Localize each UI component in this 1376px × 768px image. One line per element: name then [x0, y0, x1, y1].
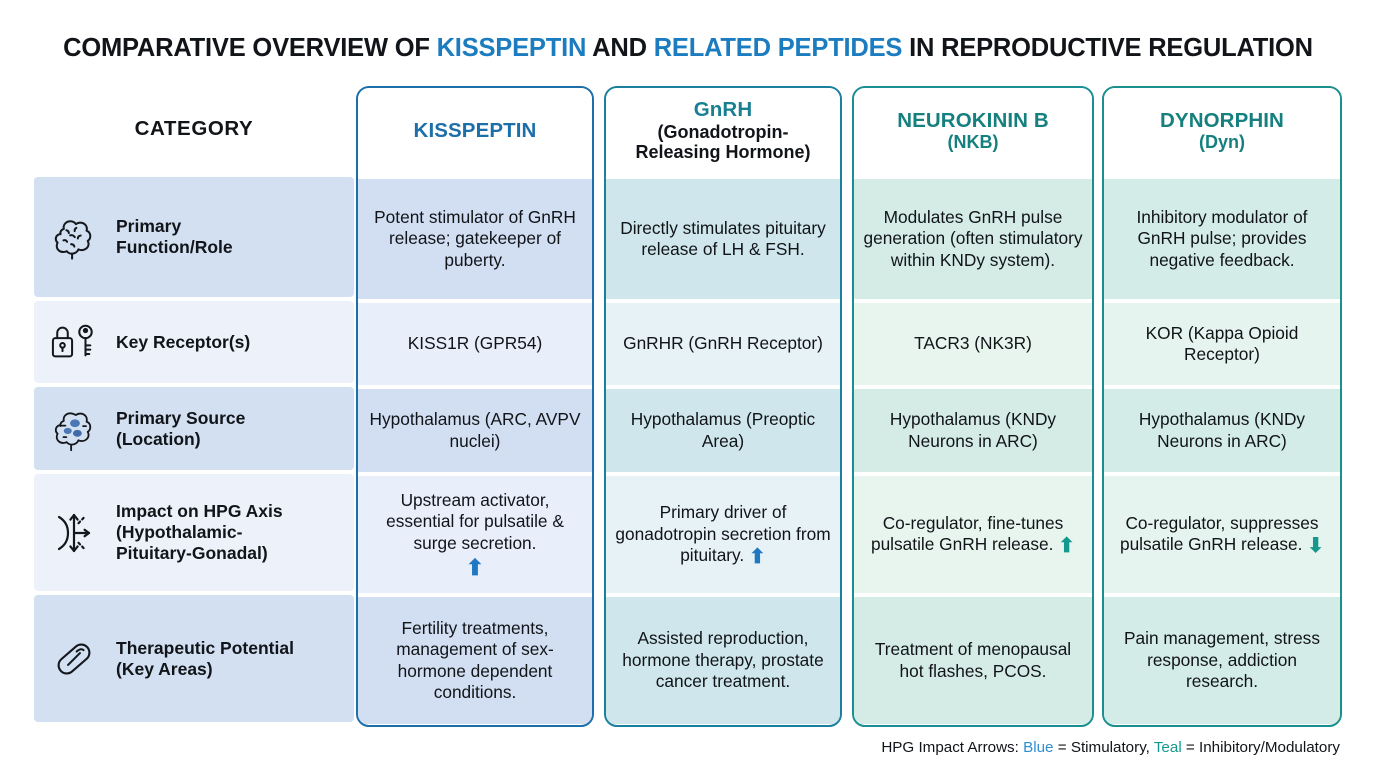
- value-text: Co-regulator, suppresses pulsatile GnRH …: [1119, 512, 1325, 558]
- value-cell: KOR (Kappa Opioid Receptor): [1104, 303, 1340, 385]
- column-header-gnrh: GnRH (Gonadotropin-Releasing Hormone): [606, 88, 840, 173]
- category-row-label: Primary Source(Location): [116, 407, 246, 449]
- value-text: Potent stimulator of GnRH release; gatek…: [374, 206, 576, 270]
- value-cell: Directly stimulates pituitary release of…: [606, 179, 840, 299]
- title-highlight-related-peptides: RELATED PEPTIDES: [653, 34, 903, 62]
- value-text: Hypothalamus (ARC, AVPV nuclei): [369, 409, 581, 451]
- category-row-label: Key Receptor(s): [116, 331, 251, 352]
- value-cell: Treatment of menopausal hot flashes, PCO…: [854, 597, 1092, 724]
- title-part-1: COMPARATIVE OVERVIEW OF: [63, 34, 437, 62]
- value-cell: Co-regulator, fine-tunes pulsatile GnRH …: [854, 476, 1092, 593]
- value-text: KOR (Kappa Opioid Receptor): [1145, 322, 1299, 364]
- brain-icon: [48, 211, 100, 263]
- value-text: Fertility treatments, management of sex-…: [396, 617, 554, 702]
- title-part-3: IN REPRODUCTIVE REGULATION: [902, 34, 1313, 62]
- legend-prefix: HPG Impact Arrows:: [881, 739, 1024, 756]
- value-cell: Hypothalamus (KNDy Neurons in ARC): [1104, 389, 1340, 472]
- column-header-dynorphin: DYNORPHIN (Dyn): [1104, 88, 1340, 173]
- category-cell-lock-key: Key Receptor(s): [34, 301, 354, 383]
- legend-mid: = Stimulatory,: [1053, 739, 1154, 756]
- column-card-kisspeptin[interactable]: KISSPEPTIN Potent stimulator of GnRH rel…: [356, 86, 594, 727]
- column-subtitle: (Gonadotropin-Releasing Hormone): [635, 121, 811, 163]
- comparison-grid: CATEGORY KISSPEPTIN Potent stimulator of…: [34, 86, 1342, 727]
- legend-teal-word: Teal: [1153, 739, 1182, 756]
- category-cell-hpg-axis: Impact on HPG Axis(Hypothalamic-Pituitar…: [34, 474, 354, 591]
- hpg-axis-icon: [48, 507, 100, 559]
- value-cell: Inhibitory modulator of GnRH pulse; prov…: [1104, 179, 1340, 299]
- title-part-2: AND: [586, 34, 654, 62]
- column-title: GnRH: [693, 98, 753, 122]
- value-text: Hypothalamus (Preoptic Area): [630, 409, 816, 451]
- value-text: KISS1R (GPR54): [407, 333, 543, 354]
- value-cell: Hypothalamus (KNDy Neurons in ARC): [854, 389, 1092, 472]
- hpg-impact-arrow-up-blue: ⬆: [465, 555, 485, 581]
- value-cell: Potent stimulator of GnRH release; gatek…: [358, 179, 592, 299]
- value-cell: Primary driver of gonadotropin secretion…: [606, 476, 840, 593]
- value-text: Primary driver of gonadotropin secretion…: [615, 502, 831, 568]
- legend-footer: HPG Impact Arrows: Blue = Stimulatory, T…: [881, 739, 1340, 756]
- value-text: GnRHR (GnRH Receptor): [623, 333, 823, 354]
- value-cell: Upstream activator, essential for pulsat…: [358, 476, 592, 593]
- value-cell: GnRHR (GnRH Receptor): [606, 303, 840, 385]
- hpg-impact-arrow-up-teal: ⬆: [1058, 535, 1076, 558]
- column-header-neurokinin-b: NEUROKININ B (NKB): [854, 88, 1092, 173]
- value-text: TACR3 (NK3R): [914, 333, 1032, 354]
- title-highlight-kisspeptin: KISSPEPTIN: [436, 34, 587, 62]
- value-text: Modulates GnRH pulse generation (often s…: [863, 206, 1083, 270]
- column-card-dynorphin[interactable]: DYNORPHIN (Dyn) Inhibitory modulator of …: [1102, 86, 1342, 727]
- value-text: Hypothalamus (KNDy Neurons in ARC): [1138, 409, 1306, 451]
- value-text: Co-regulator, fine-tunes pulsatile GnRH …: [870, 512, 1076, 558]
- category-cell-brain-location: Primary Source(Location): [34, 387, 354, 470]
- value-cell: TACR3 (NK3R): [854, 303, 1092, 385]
- pill-icon: [48, 633, 100, 685]
- lock-key-icon: [48, 316, 100, 368]
- value-text: Pain management, stress response, addict…: [1124, 628, 1320, 692]
- column-title: NEUROKININ B: [897, 108, 1049, 132]
- page-title: COMPARATIVE OVERVIEW OF KISSPEPTIN AND R…: [0, 34, 1376, 63]
- brain-location-icon: [48, 403, 100, 455]
- value-cell: Hypothalamus (Preoptic Area): [606, 389, 840, 472]
- column-header-kisspeptin: KISSPEPTIN: [358, 88, 592, 173]
- category-column-header: CATEGORY: [134, 116, 254, 140]
- value-text: Upstream activator, essential for pulsat…: [367, 490, 583, 579]
- value-cell: Modulates GnRH pulse generation (often s…: [854, 179, 1092, 299]
- value-cell: Assisted reproduction, hormone therapy, …: [606, 597, 840, 724]
- category-cell-pill: Therapeutic Potential(Key Areas): [34, 595, 354, 722]
- value-cell: KISS1R (GPR54): [358, 303, 592, 385]
- hpg-impact-arrow-down-teal: ⬇: [1307, 535, 1325, 558]
- column-subtitle: (Dyn): [1199, 131, 1245, 152]
- value-cell: Fertility treatments, management of sex-…: [358, 597, 592, 724]
- column-title: KISSPEPTIN: [413, 118, 537, 142]
- value-cell: Co-regulator, suppresses pulsatile GnRH …: [1104, 476, 1340, 593]
- value-cell: Hypothalamus (ARC, AVPV nuclei): [358, 389, 592, 472]
- value-text: Directly stimulates pituitary release of…: [620, 217, 826, 259]
- column-card-gnrh[interactable]: GnRH (Gonadotropin-Releasing Hormone) Di…: [604, 86, 842, 727]
- column-title: DYNORPHIN: [1160, 108, 1284, 132]
- value-text: Treatment of menopausal hot flashes, PCO…: [874, 639, 1072, 681]
- legend-blue-word: Blue: [1023, 739, 1054, 756]
- value-text: Hypothalamus (KNDy Neurons in ARC): [889, 409, 1057, 451]
- category-row-label: Impact on HPG Axis(Hypothalamic-Pituitar…: [116, 501, 283, 563]
- category-row-label: Therapeutic Potential(Key Areas): [116, 637, 294, 679]
- value-cell: Pain management, stress response, addict…: [1104, 597, 1340, 724]
- value-text: Assisted reproduction, hormone therapy, …: [622, 628, 824, 692]
- column-subtitle: (NKB): [947, 131, 999, 152]
- hpg-impact-arrow-up-blue: ⬆: [749, 545, 766, 568]
- legend-suffix: = Inhibitory/Modulatory: [1181, 739, 1340, 756]
- column-card-neurokinin-b[interactable]: NEUROKININ B (NKB) Modulates GnRH pulse …: [852, 86, 1094, 727]
- value-text: Inhibitory modulator of GnRH pulse; prov…: [1136, 206, 1308, 270]
